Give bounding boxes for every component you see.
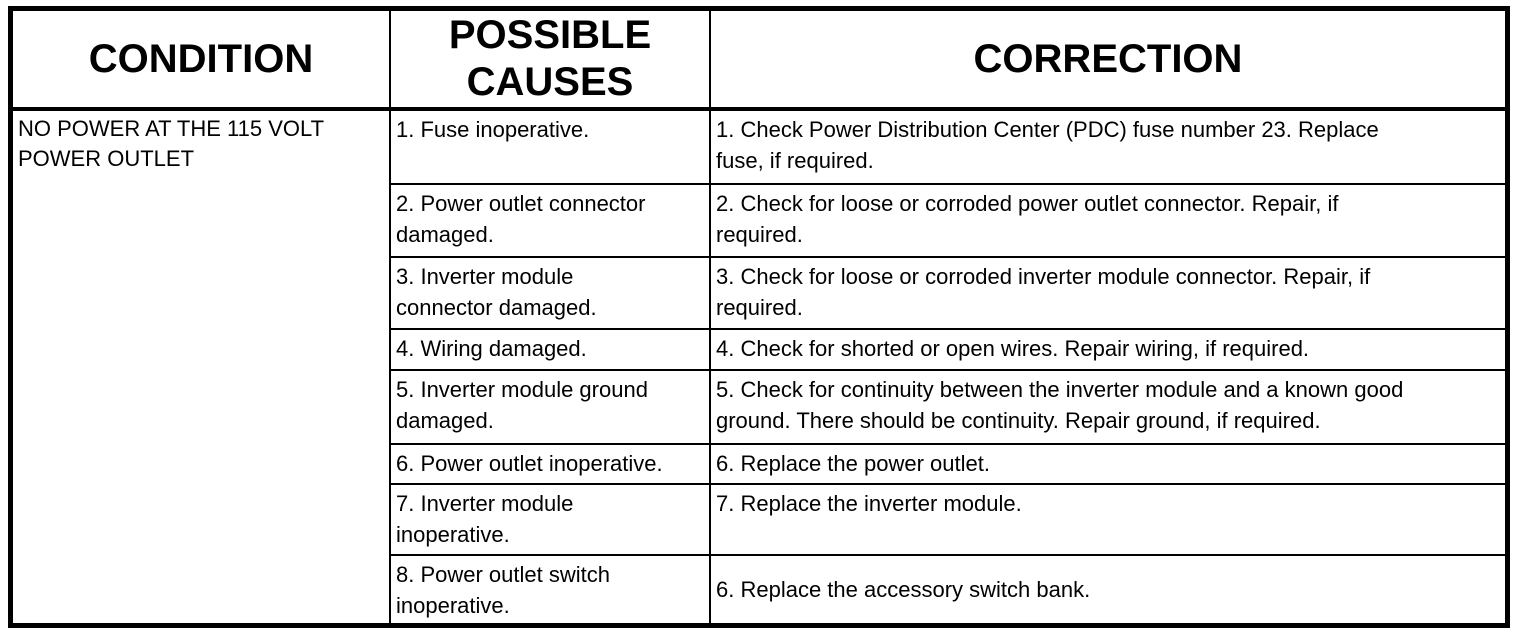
cause-cell-1: 1. Fuse inoperative. [391, 111, 711, 185]
cause-cell-4: 4. Wiring damaged. [391, 330, 711, 371]
correction-cell-3: 3. Check for loose or corroded inverter … [711, 258, 1505, 330]
header-condition: CONDITION [13, 11, 391, 111]
cause-cell-5: 5. Inverter module ground damaged. [391, 371, 711, 445]
correction-cell-4: 4. Check for shorted or open wires. Repa… [711, 330, 1505, 371]
correction-cell-7: 7. Replace the inverter module. [711, 485, 1505, 556]
cause-cell-2: 2. Power outlet connector damaged. [391, 185, 711, 258]
correction-cell-8: 6. Replace the accessory switch bank. [716, 577, 1091, 602]
cause-cell-7: 7. Inverter module inoperative. [391, 485, 711, 556]
correction-cell-2: 2. Check for loose or corroded power out… [711, 185, 1505, 258]
correction-cell-1: 1. Check Power Distribution Center (PDC)… [711, 111, 1505, 185]
header-correction: CORRECTION [711, 11, 1505, 111]
cause-cell-3: 3. Inverter module connector damaged. [391, 258, 711, 330]
cause-cell-6: 6. Power outlet inoperative. [391, 445, 711, 485]
troubleshooting-table: CONDITION POSSIBLE CAUSES CORRECTION NO … [8, 6, 1510, 628]
condition-cell: NO POWER AT THE 115 VOLT POWER OUTLET [13, 111, 391, 623]
header-possible-causes: POSSIBLE CAUSES [391, 11, 711, 111]
correction-cell-5: 5. Check for continuity between the inve… [711, 371, 1505, 445]
cause-cell-8: 8. Power outlet switch inoperative. [391, 556, 711, 623]
correction-cell-6: 6. Replace the power outlet. [711, 445, 1505, 485]
